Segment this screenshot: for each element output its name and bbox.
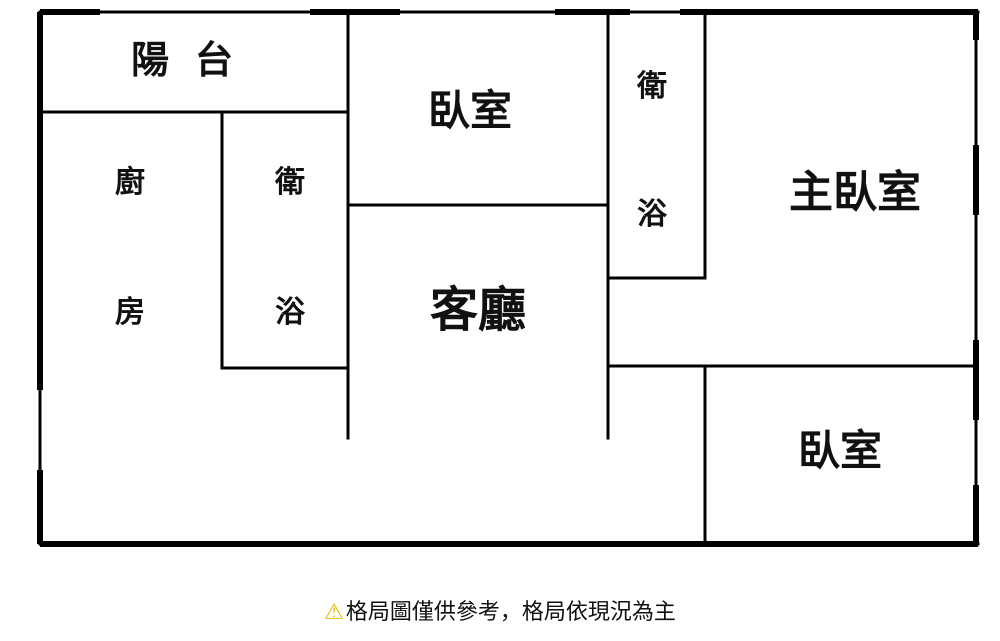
room-label-kitchen-char2: 房	[115, 295, 145, 330]
disclaimer-note: ⚠格局圖僅供參考，格局依現況為主	[0, 594, 1000, 626]
room-label-bathroom-right-char1: 衛	[637, 69, 667, 104]
room-label-living-room: 客廳	[429, 282, 526, 338]
warning-icon: ⚠	[324, 600, 344, 625]
room-label-bedroom-bottom: 臥室	[797, 426, 882, 475]
room-label-bathroom-right-char2: 浴	[637, 197, 667, 232]
room-label-kitchen-char1: 廚	[115, 165, 145, 200]
room-label-bedroom-top: 臥室	[427, 86, 512, 135]
disclaimer-text: 格局圖僅供參考，格局依現況為主	[345, 600, 676, 625]
floor-plan	[37, 9, 980, 547]
room-label-bathroom-right: 衛 浴	[622, 72, 682, 230]
room-label-kitchen: 廚 房	[95, 168, 165, 328]
room-label-bathroom-left-char2: 浴	[275, 295, 305, 330]
room-label-balcony: 陽台	[131, 37, 260, 82]
room-label-master-bedroom: 主臥室	[789, 167, 921, 218]
room-label-bathroom-left: 衛 浴	[255, 168, 325, 328]
room-label-bathroom-left-char1: 衛	[275, 165, 305, 200]
